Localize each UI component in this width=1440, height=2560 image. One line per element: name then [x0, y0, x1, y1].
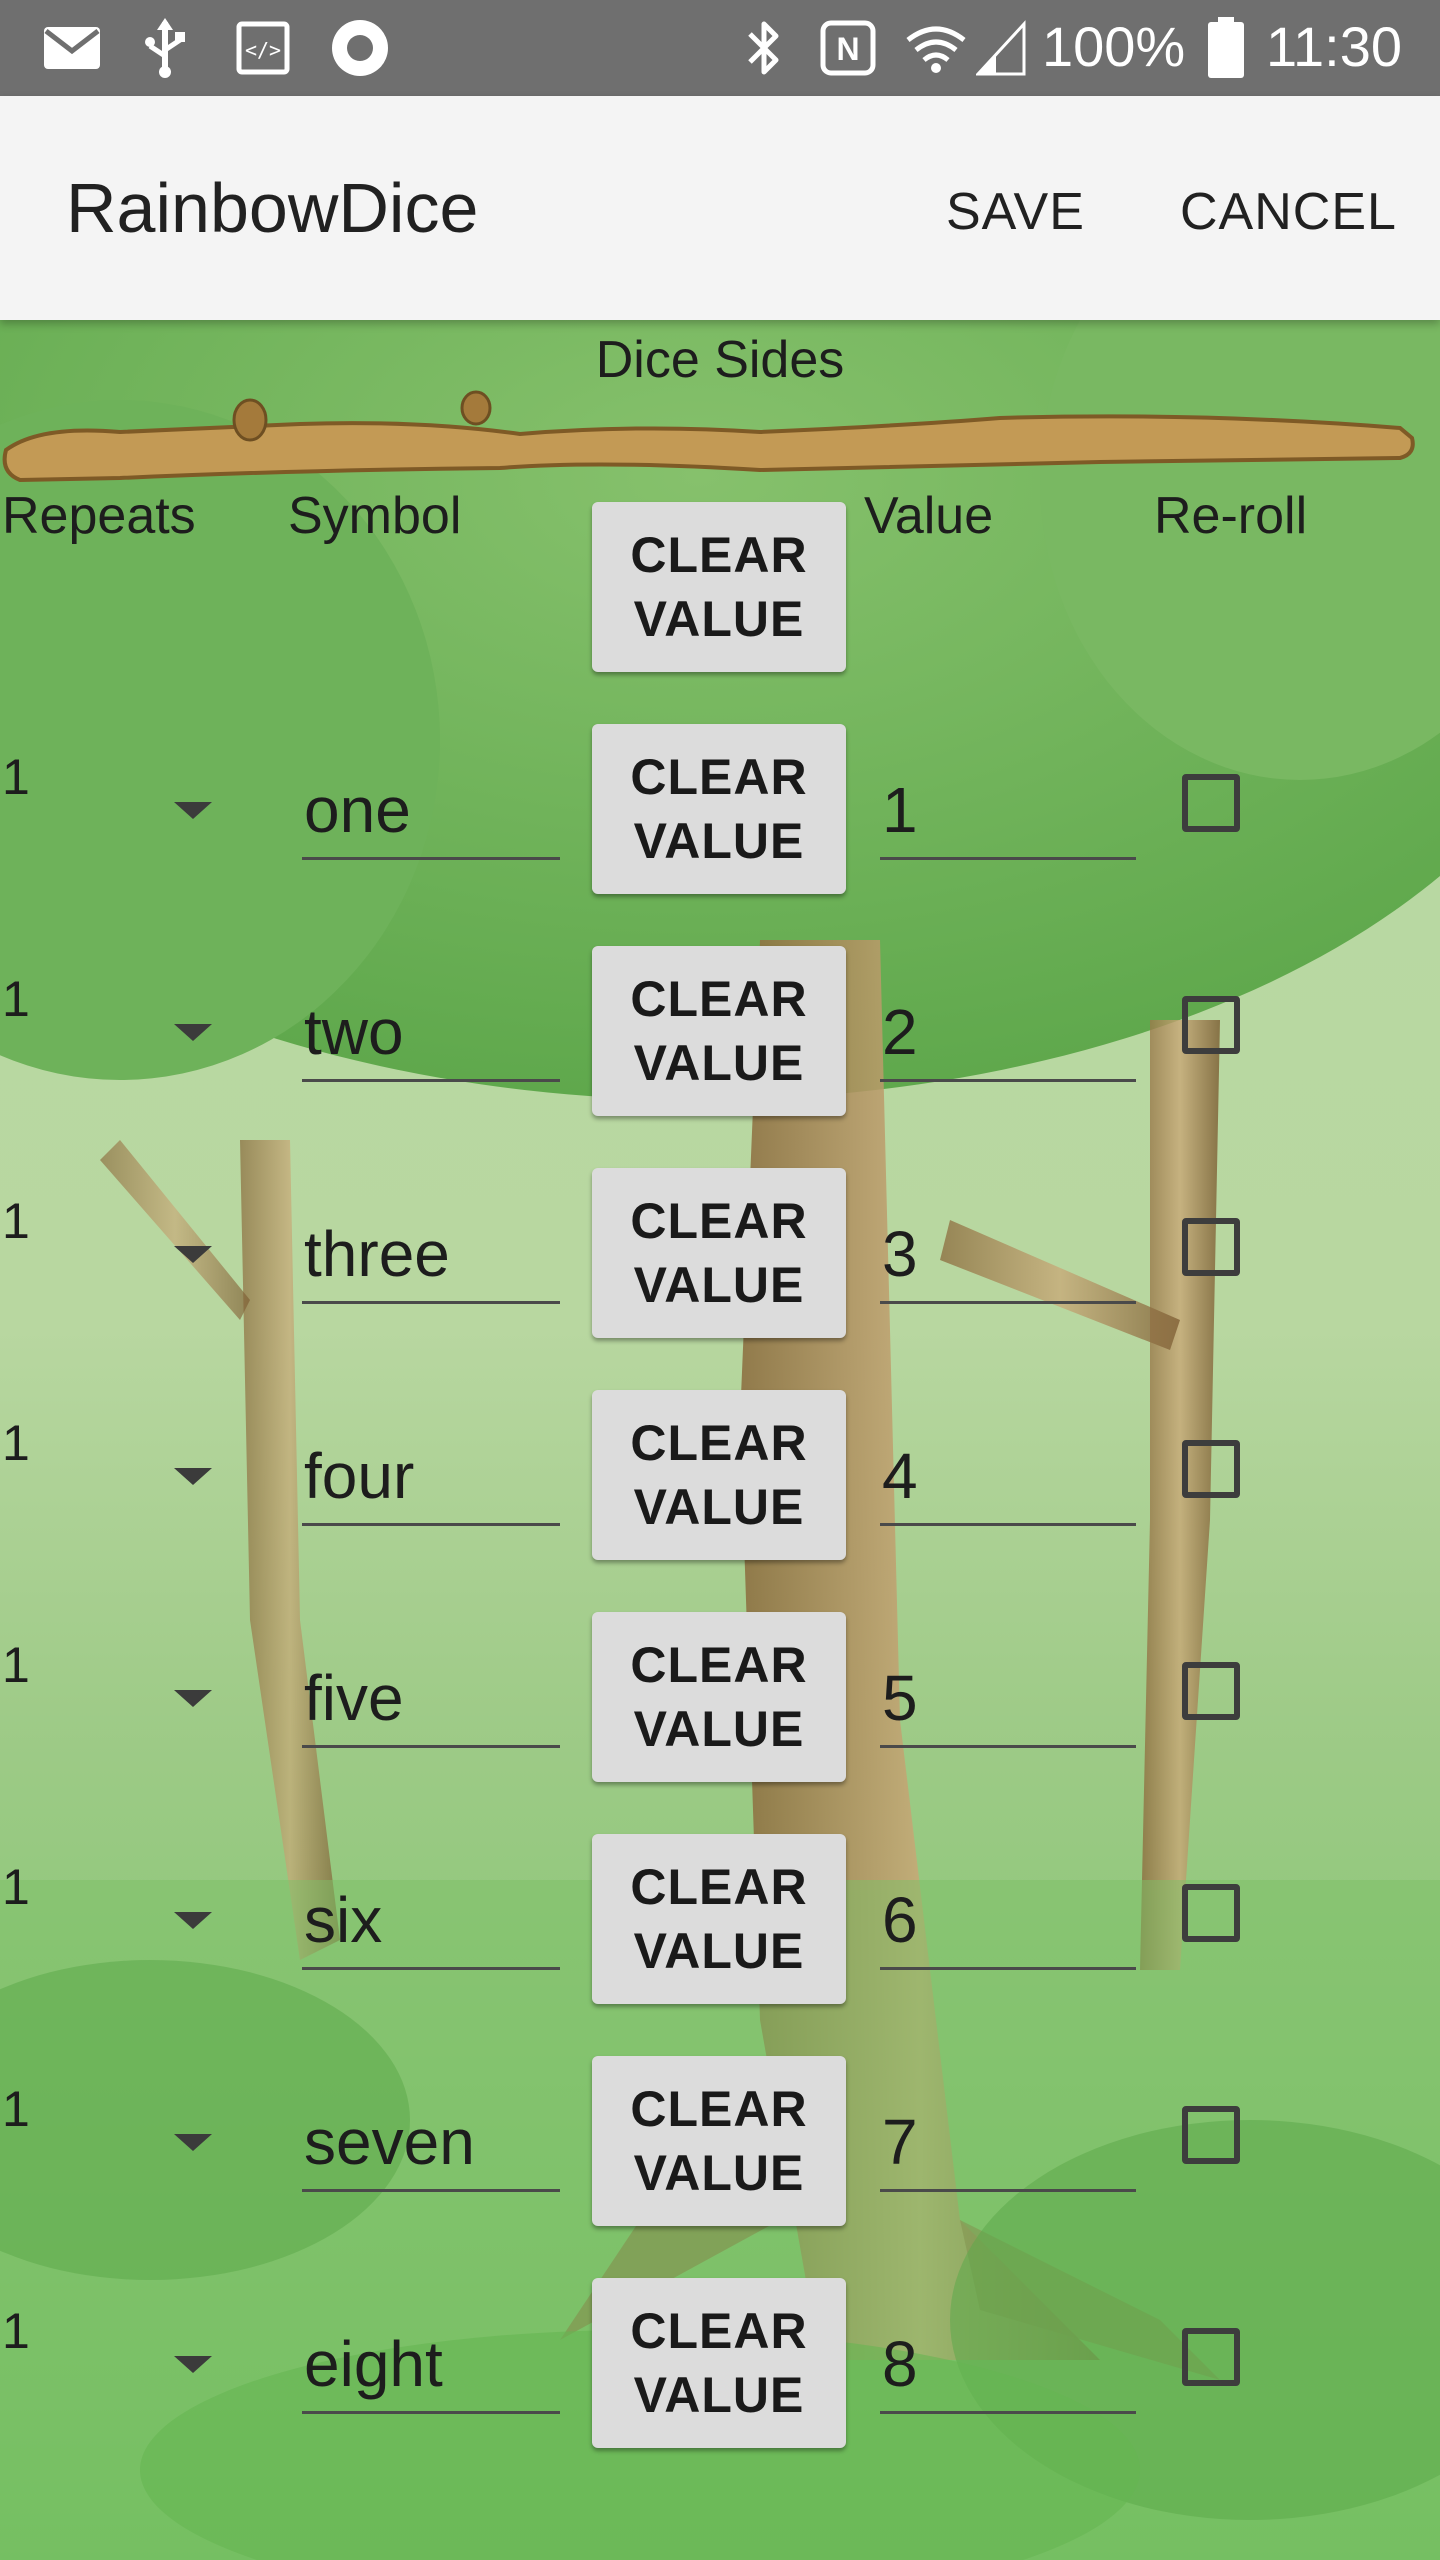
value-input[interactable]: 6 — [880, 1870, 1136, 1970]
repeats-dropdown-arrow-icon[interactable] — [174, 1912, 212, 1929]
app-title: RainbowDice — [66, 169, 479, 247]
nfc-icon: N — [820, 18, 876, 78]
record-icon — [330, 18, 390, 78]
repeats-header: Repeats — [2, 487, 196, 545]
clear-button-line2: VALUE — [633, 1257, 805, 1313]
clear-button-line2: VALUE — [633, 1479, 805, 1535]
wifi-icon — [904, 18, 968, 78]
clear-value-button[interactable]: CLEAR VALUE — [592, 1834, 846, 2004]
clear-button-line2: VALUE — [633, 1701, 805, 1757]
repeats-dropdown-arrow-icon[interactable] — [174, 802, 212, 819]
clear-all-values-button[interactable]: CLEAR VALUE — [592, 502, 846, 672]
clear-button-line2: VALUE — [633, 591, 805, 647]
repeats-dropdown-arrow-icon[interactable] — [174, 2356, 212, 2373]
value-input[interactable]: 3 — [880, 1204, 1136, 1304]
repeats-value[interactable]: 1 — [2, 971, 30, 1027]
value-input[interactable]: 2 — [880, 982, 1136, 1082]
repeats-dropdown-arrow-icon[interactable] — [174, 1246, 212, 1263]
repeats-value[interactable]: 1 — [2, 2303, 30, 2359]
repeats-value[interactable]: 1 — [2, 1415, 30, 1471]
symbol-input[interactable]: one — [302, 760, 560, 860]
save-button[interactable]: SAVE — [946, 183, 1085, 241]
clear-button-line1: CLEAR — [630, 1637, 808, 1693]
clear-button-line1: CLEAR — [630, 527, 808, 583]
cancel-button[interactable]: CANCEL — [1180, 183, 1397, 241]
reroll-checkbox[interactable] — [1182, 1662, 1240, 1720]
symbol-input[interactable]: eight — [302, 2314, 560, 2414]
reroll-checkbox[interactable] — [1182, 2328, 1240, 2386]
symbol-input[interactable]: six — [302, 1870, 560, 1970]
reroll-checkbox[interactable] — [1182, 1884, 1240, 1942]
reroll-checkbox[interactable] — [1182, 774, 1240, 832]
repeats-dropdown-arrow-icon[interactable] — [174, 1468, 212, 1485]
clear-value-button[interactable]: CLEAR VALUE — [592, 1390, 846, 1560]
clear-value-button[interactable]: CLEAR VALUE — [592, 946, 846, 1116]
clear-button-line2: VALUE — [633, 2145, 805, 2201]
clear-value-button[interactable]: CLEAR VALUE — [592, 2278, 846, 2448]
reroll-checkbox[interactable] — [1182, 1218, 1240, 1276]
reroll-checkbox[interactable] — [1182, 2106, 1240, 2164]
battery-icon — [1206, 17, 1246, 78]
app-bar: RainbowDice SAVE CANCEL — [0, 96, 1440, 320]
clear-button-line1: CLEAR — [630, 971, 808, 1027]
clear-value-button[interactable]: CLEAR VALUE — [592, 1612, 846, 1782]
symbol-input[interactable]: two — [302, 982, 560, 1082]
clear-button-line1: CLEAR — [630, 2303, 808, 2359]
repeats-value[interactable]: 1 — [2, 1637, 30, 1693]
clear-value-button[interactable]: CLEAR VALUE — [592, 2056, 846, 2226]
clear-value-button[interactable]: CLEAR VALUE — [592, 724, 846, 894]
value-input[interactable]: 8 — [880, 2314, 1136, 2414]
repeats-dropdown-arrow-icon[interactable] — [174, 1024, 212, 1041]
usb-icon — [140, 18, 190, 78]
repeats-dropdown-arrow-icon[interactable] — [174, 1690, 212, 1707]
symbol-header: Symbol — [288, 487, 462, 545]
clear-button-line2: VALUE — [633, 1923, 805, 1979]
value-input[interactable]: 1 — [880, 760, 1136, 860]
clear-button-line1: CLEAR — [630, 1193, 808, 1249]
svg-text:N: N — [836, 31, 859, 67]
symbol-input[interactable]: three — [302, 1204, 560, 1304]
clear-button-line1: CLEAR — [630, 1415, 808, 1471]
repeats-dropdown-arrow-icon[interactable] — [174, 2134, 212, 2151]
repeats-value[interactable]: 1 — [2, 749, 30, 805]
value-header: Value — [864, 487, 994, 545]
clock: 11:30 — [1266, 15, 1402, 78]
reroll-header: Re-roll — [1154, 487, 1308, 545]
symbol-input[interactable]: seven — [302, 2092, 560, 2192]
signal-icon — [976, 18, 1026, 78]
battery-percent: 100% — [1042, 15, 1186, 78]
clear-button-line2: VALUE — [633, 813, 805, 869]
clear-value-button[interactable]: CLEAR VALUE — [592, 1168, 846, 1338]
symbol-input[interactable]: five — [302, 1648, 560, 1748]
clear-button-line2: VALUE — [633, 2367, 805, 2423]
section-title: Dice Sides — [595, 331, 845, 389]
repeats-value[interactable]: 1 — [2, 1859, 30, 1915]
reroll-checkbox[interactable] — [1182, 996, 1240, 1054]
clear-button-line1: CLEAR — [630, 1859, 808, 1915]
status-bar: </> N 100% 11:30 — [0, 0, 1440, 96]
symbol-input[interactable]: four — [302, 1426, 560, 1526]
value-input[interactable]: 7 — [880, 2092, 1136, 2192]
mail-icon — [42, 18, 102, 78]
svg-text:</>: </> — [245, 38, 281, 62]
clear-button-line2: VALUE — [633, 1035, 805, 1091]
clear-button-line1: CLEAR — [630, 2081, 808, 2137]
value-input[interactable]: 4 — [880, 1426, 1136, 1526]
repeats-value[interactable]: 1 — [2, 1193, 30, 1249]
repeats-value[interactable]: 1 — [2, 2081, 30, 2137]
clear-button-line1: CLEAR — [630, 749, 808, 805]
value-input[interactable]: 5 — [880, 1648, 1136, 1748]
bluetooth-icon — [744, 18, 784, 78]
code-icon: </> — [236, 18, 290, 78]
reroll-checkbox[interactable] — [1182, 1440, 1240, 1498]
